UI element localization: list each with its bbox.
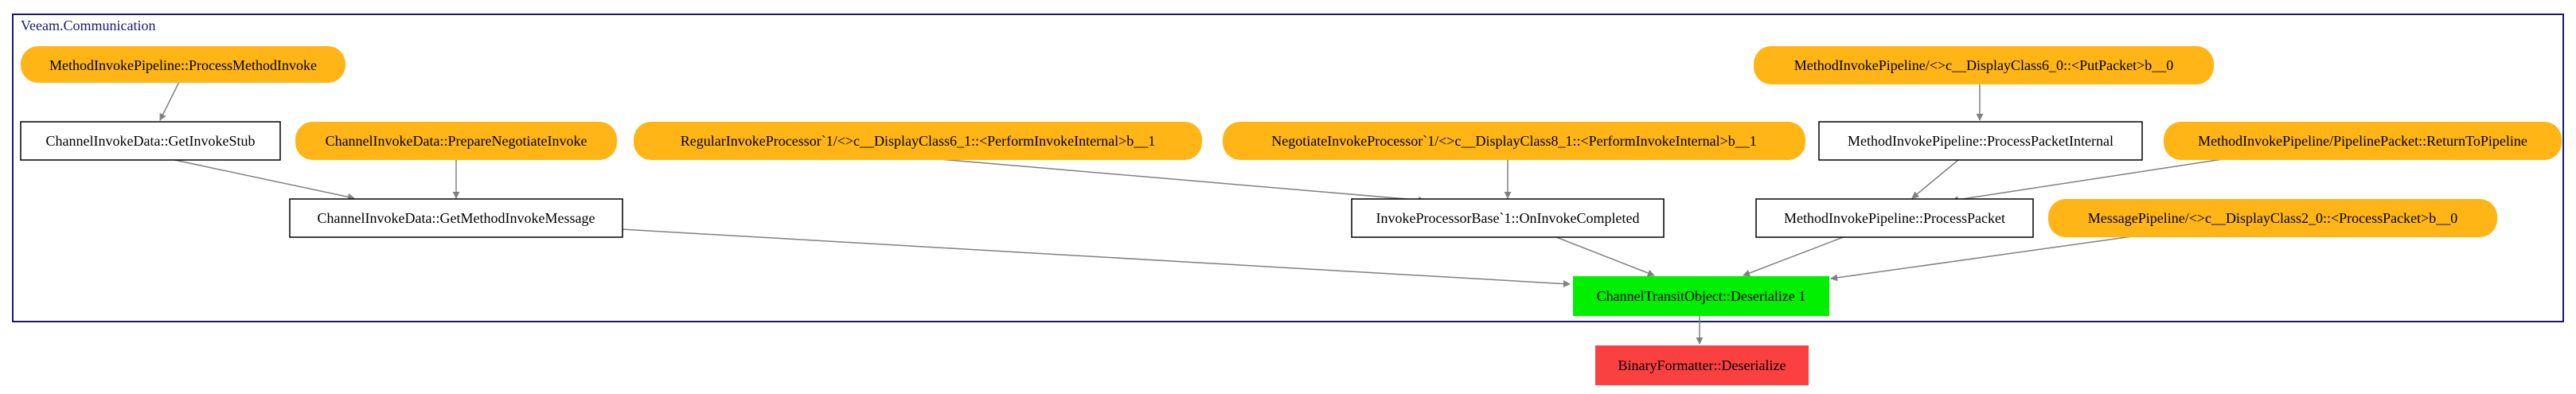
edges [159,81,2223,345]
node-label: MessagePipeline/<>c__DisplayClass2_0::<P… [2088,210,2458,226]
node-label: ChannelInvokeData::PrepareNegotiateInvok… [326,133,587,149]
node-on-invoke-completed[interactable]: InvokeProcessorBase`1::OnInvokeCompleted [1351,198,1665,238]
edge-messagepipeline-deserialize [1830,235,2139,282]
edge-processpacket-deserialize [1743,236,1846,277]
node-process-packet-internal[interactable]: MethodInvokePipeline::ProcessPacketInter… [1818,121,2143,161]
node-get-method-invoke-message[interactable]: ChannelInvokeData::GetMethodInvokeMessag… [289,198,623,238]
node-label: MethodInvokePipeline::ProcessPacket [1784,210,2005,226]
node-negotiate-invoke-processor[interactable]: NegotiateInvokeProcessor`1/<>c__DisplayC… [1223,122,1805,160]
node-label: RegularInvokeProcessor`1/<>c__DisplayCla… [681,133,1155,149]
node-label: ChannelInvokeData::GetMethodInvokeMessag… [318,210,595,226]
node-label: ChannelTransitObject::Deserialize 1 [1597,288,1806,304]
node-label: MethodInvokePipeline/PipelinePacket::Ret… [2198,133,2527,149]
edge-returntopipeline-processpacket [1951,158,2223,204]
node-get-invoke-stub[interactable]: ChannelInvokeData::GetInvokeStub [20,121,281,161]
node-label: BinaryFormatter::Deserialize [1618,357,1786,373]
cluster-label: Veeam.Communication [21,18,155,33]
node-process-packet[interactable]: MethodInvokePipeline::ProcessPacket [1755,198,2034,238]
node-label: MethodInvokePipeline::ProcessMethodInvok… [49,57,317,73]
node-label: MethodInvokePipeline/<>c__DisplayClass6_… [1794,57,2174,73]
node-regular-invoke-processor[interactable]: RegularInvokeProcessor`1/<>c__DisplayCla… [634,122,1202,160]
node-binary-formatter[interactable]: BinaryFormatter::Deserialize [1595,345,1809,385]
node-label: MethodInvokePipeline::ProcessPacketInter… [1848,133,2113,149]
edge-getinvokestub-getmethodinvokemessage [166,158,355,201]
node-put-packet[interactable]: MethodInvokePipeline/<>c__DisplayClass6_… [1754,46,2214,84]
node-return-to-pipeline[interactable]: MethodInvokePipeline/PipelinePacket::Ret… [2164,122,2562,160]
edge-regularinvoke-oninvokecompleted [939,158,1426,204]
node-label: NegotiateInvokeProcessor`1/<>c__DisplayC… [1271,133,1756,149]
cluster-border [12,14,2564,322]
node-message-pipeline-process-packet[interactable]: MessagePipeline/<>c__DisplayClass2_0::<P… [2048,199,2497,237]
node-prepare-negotiate-invoke[interactable]: ChannelInvokeData::PrepareNegotiateInvok… [295,122,617,160]
node-process-method-invoke[interactable]: MethodInvokePipeline::ProcessMethodInvok… [21,46,345,83]
node-label: InvokeProcessorBase`1::OnInvokeCompleted [1376,210,1640,226]
node-label: ChannelInvokeData::GetInvokeStub [46,133,256,149]
edge-processmethodinvoke-getinvokestub [159,81,180,121]
edge-getmethodinvokemessage-deserialize [621,228,1571,288]
node-deserialize-target[interactable]: ChannelTransitObject::Deserialize 1 [1573,276,1829,316]
edge-oninvokecompleted-deserialize [1551,235,1655,277]
edge-processpacketinternal-processpacket [1911,159,1959,199]
